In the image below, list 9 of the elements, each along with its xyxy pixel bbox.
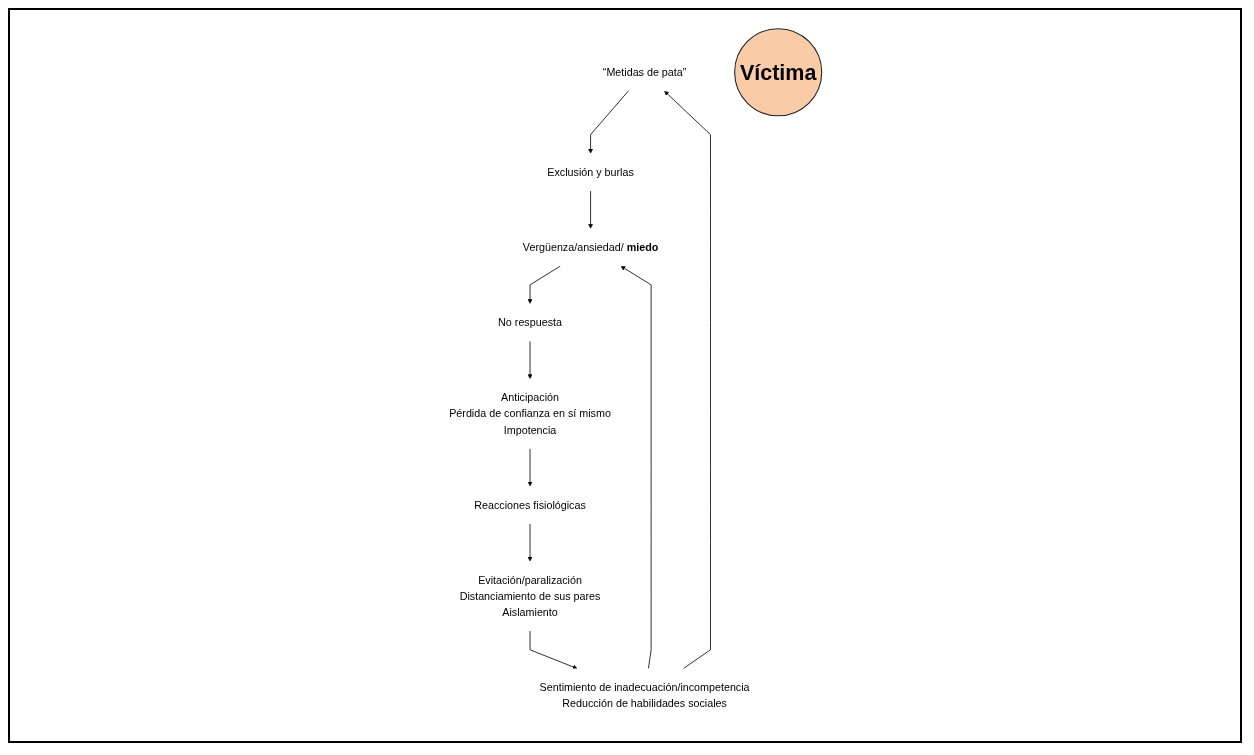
node-text: Evitación/paralización Distanciamiento de sus pares Aislamiento bbox=[459, 574, 601, 619]
node-text: Sentimiento de inadecuación/incompetencia Reducción de habilidades sociales bbox=[539, 681, 750, 710]
node-text: “Metidas de pata” bbox=[603, 66, 687, 79]
node-text: No respuesta bbox=[498, 316, 563, 329]
node-circle: Víctima bbox=[734, 28, 823, 117]
node-text: Exclusión y burlas bbox=[547, 166, 635, 179]
node-text: Vergüenza/ansiedad/ miedo bbox=[523, 241, 659, 254]
node-text: Reacciones fisiológicas bbox=[474, 499, 587, 511]
node-text: Anticipación Pérdida de confianza en sí mismo Impotencia bbox=[449, 391, 612, 436]
